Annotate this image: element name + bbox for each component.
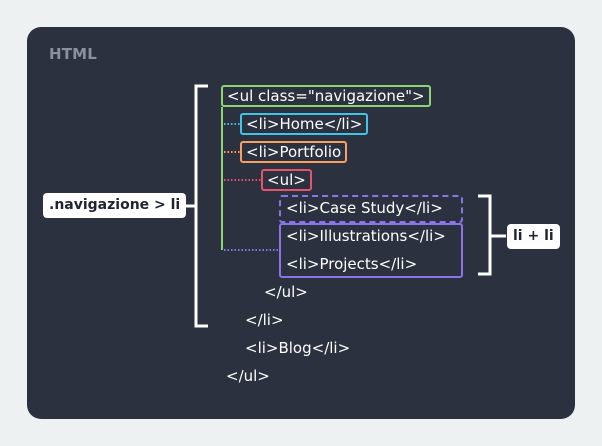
adjacent-selector-bracket: [478, 194, 492, 276]
code-li-close: </li>: [245, 311, 284, 329]
code-li-illustrations: <li>Illustrations</li>: [286, 227, 446, 245]
code-li-case-study: <li>Case Study</li>: [286, 199, 443, 217]
panel-title: HTML: [49, 45, 98, 63]
child-selector-bracket: [194, 84, 208, 328]
code-li-portfolio: <li>Portfolio: [240, 141, 348, 163]
siblings-box: [279, 223, 463, 278]
child-selector-label: .navigazione > li: [43, 193, 187, 218]
code-li-projects: <li>Projects</li>: [286, 255, 418, 273]
adjacent-selector-label: li + li: [507, 224, 560, 249]
code-ul-close: </ul>: [226, 367, 270, 385]
code-li-home: <li>Home</li>: [240, 113, 369, 135]
case-study-box: [279, 195, 463, 223]
code-inner-ul: <ul>: [261, 169, 312, 191]
code-inner-ul-close: </ul>: [264, 283, 308, 301]
code-ul-navigazione: <ul class="navigazione">: [221, 85, 431, 107]
code-li-blog: <li>Blog</li>: [245, 339, 351, 357]
